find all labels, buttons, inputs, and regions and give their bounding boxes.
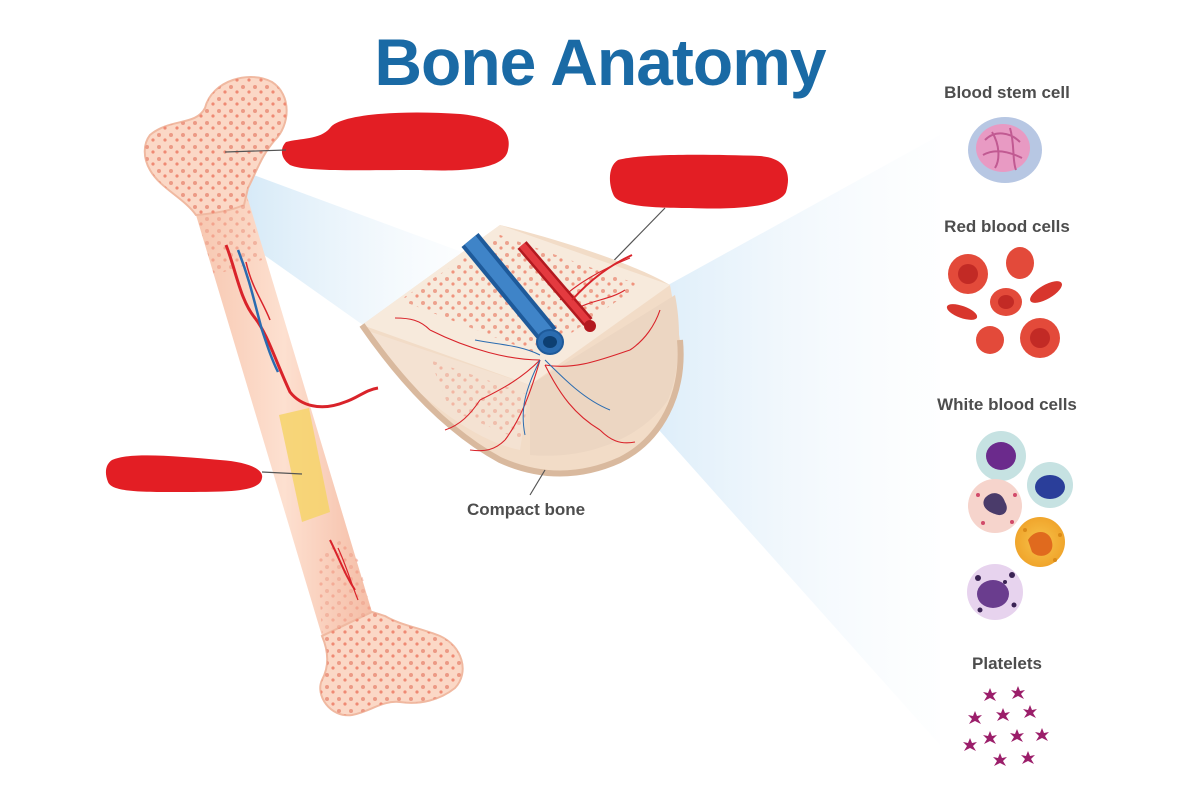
platelets-icon bbox=[963, 686, 1049, 766]
label-platelets: Platelets bbox=[972, 654, 1042, 673]
magnify-beam-right bbox=[650, 135, 940, 745]
bone-cross-section bbox=[359, 225, 684, 477]
redacted-label-marrow bbox=[105, 455, 263, 492]
red-blood-cells-icon bbox=[946, 247, 1062, 358]
femur-bone bbox=[143, 76, 464, 717]
page-title: Bone Anatomy bbox=[374, 25, 826, 99]
redacted-label-cross-section bbox=[609, 154, 789, 209]
label-white-blood-cells: White blood cells bbox=[937, 395, 1077, 414]
label-compact-bone: Compact bone bbox=[467, 500, 586, 519]
white-blood-cells-icon bbox=[967, 431, 1073, 620]
label-red-blood-cells: Red blood cells bbox=[944, 217, 1070, 236]
label-blood-stem-cell: Blood stem cell bbox=[944, 83, 1070, 102]
yellow-marrow bbox=[279, 408, 330, 522]
artery-vessel bbox=[224, 244, 379, 409]
redacted-label-epiphysis bbox=[281, 112, 509, 171]
blood-stem-cell-icon bbox=[968, 117, 1042, 183]
